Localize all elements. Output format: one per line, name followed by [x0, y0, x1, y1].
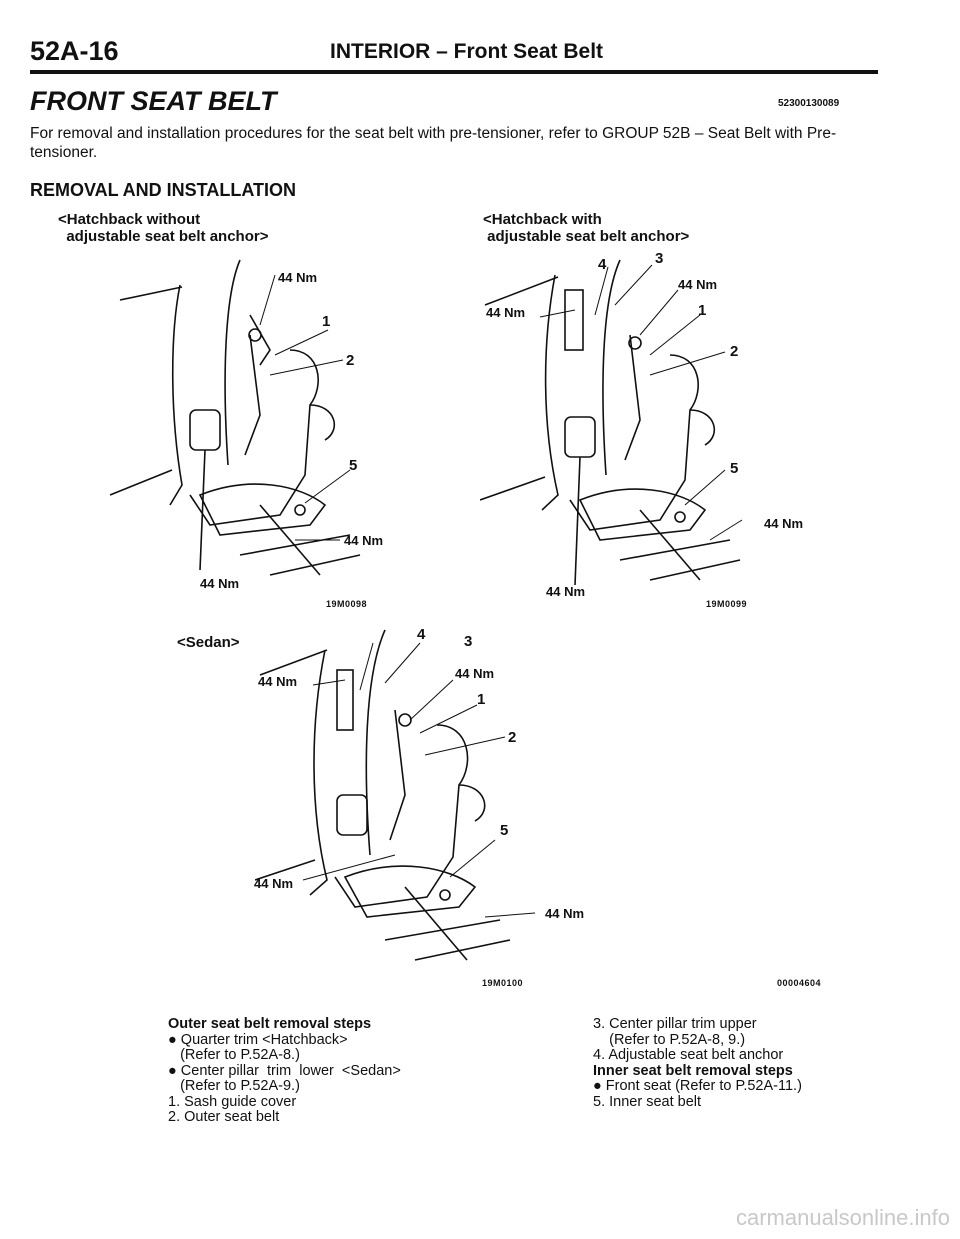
figure1-torque-label: 44 Nm [344, 533, 384, 548]
figure-group-code: 00004604 [777, 978, 822, 988]
figure3-code: 19M0100 [482, 978, 524, 988]
figure3-callout-1: 1 [477, 691, 486, 708]
figure2-callout-1: 1 [698, 302, 707, 319]
page-header-title: INTERIOR – Front Seat Belt [330, 40, 604, 63]
figure3-seat-belt-illustration [255, 629, 536, 961]
figure3-callout-4: 4 [417, 626, 426, 643]
figure3-callout-5: 5 [500, 822, 509, 839]
figure1-callout-5: 5 [349, 457, 358, 474]
figure2-callout-3: 3 [655, 250, 664, 267]
outer-step: ● Center pillar trim lower <Sedan> [168, 1062, 401, 1079]
section-title: FRONT SEAT BELT [30, 86, 277, 116]
figure2-caption: <Hatchback with adjustable seat belt anc… [483, 211, 690, 245]
outer-step: 3. Center pillar trim upper [593, 1016, 757, 1032]
figure1-torque-label: 44 Nm [200, 576, 240, 591]
figure1-caption: <Hatchback without adjustable seat belt … [58, 211, 269, 245]
figure3-torque-label: 44 Nm [258, 674, 298, 689]
figure2-callout-2: 2 [730, 343, 739, 360]
figure3-torque-label: 44 Nm [545, 906, 585, 921]
figure2-callout-4: 4 [598, 256, 607, 273]
figure3-torque-label: 44 Nm [254, 876, 294, 891]
figure3-callout-2: 2 [508, 729, 517, 746]
inner-steps-title: Inner seat belt removal steps [593, 1062, 793, 1079]
figure3-caption: <Sedan> [177, 634, 240, 651]
figure2-seat-belt-illustration [480, 259, 743, 586]
header-rule [30, 70, 878, 74]
figure1-code: 19M0098 [326, 599, 368, 609]
watermark: carmanualsonline.info [735, 1205, 950, 1230]
page-number: 52A-16 [30, 36, 119, 66]
figure2-torque-label: 44 Nm [764, 516, 804, 531]
right-steps: 3. Center pillar trim upper (Refer to P.… [593, 1016, 802, 1110]
intro-paragraph: For removal and installation procedures … [30, 125, 837, 161]
inner-step: ● Front seat (Refer to P.52A-11.) [593, 1078, 802, 1094]
outer-step: (Refer to P.52A-8, 9.) [593, 1031, 746, 1048]
outer-step: ● Quarter trim <Hatchback> [168, 1031, 348, 1048]
figure2-torque-label: 44 Nm [546, 584, 586, 599]
figure1-callout-1: 1 [322, 313, 331, 330]
outer-steps: Outer seat belt removal steps ● Quarter … [168, 1016, 401, 1126]
figure2-torque-label: 44 Nm [678, 277, 718, 292]
figure2-code: 19M0099 [706, 599, 748, 609]
inner-step: 5. Inner seat belt [593, 1093, 702, 1110]
figure3-torque-label: 44 Nm [455, 666, 495, 681]
section-code: 52300130089 [778, 98, 840, 109]
figure2-callout-5: 5 [730, 460, 739, 477]
figure1-torque-label: 44 Nm [278, 270, 318, 285]
outer-step: (Refer to P.52A-9.) [168, 1078, 300, 1094]
outer-step: (Refer to P.52A-8.) [168, 1047, 300, 1063]
figure1-callout-2: 2 [346, 352, 355, 369]
figure1-seat-belt-illustration [110, 259, 361, 576]
figure3-callout-3: 3 [464, 633, 473, 650]
figure2-torque-label: 44 Nm [486, 305, 526, 320]
outer-step: 2. Outer seat belt [168, 1109, 280, 1125]
outer-step: 4. Adjustable seat belt anchor [593, 1047, 784, 1063]
subsection-title: REMOVAL AND INSTALLATION [30, 180, 296, 200]
outer-step: 1. Sash guide cover [168, 1093, 297, 1110]
outer-steps-title: Outer seat belt removal steps [168, 1016, 372, 1032]
